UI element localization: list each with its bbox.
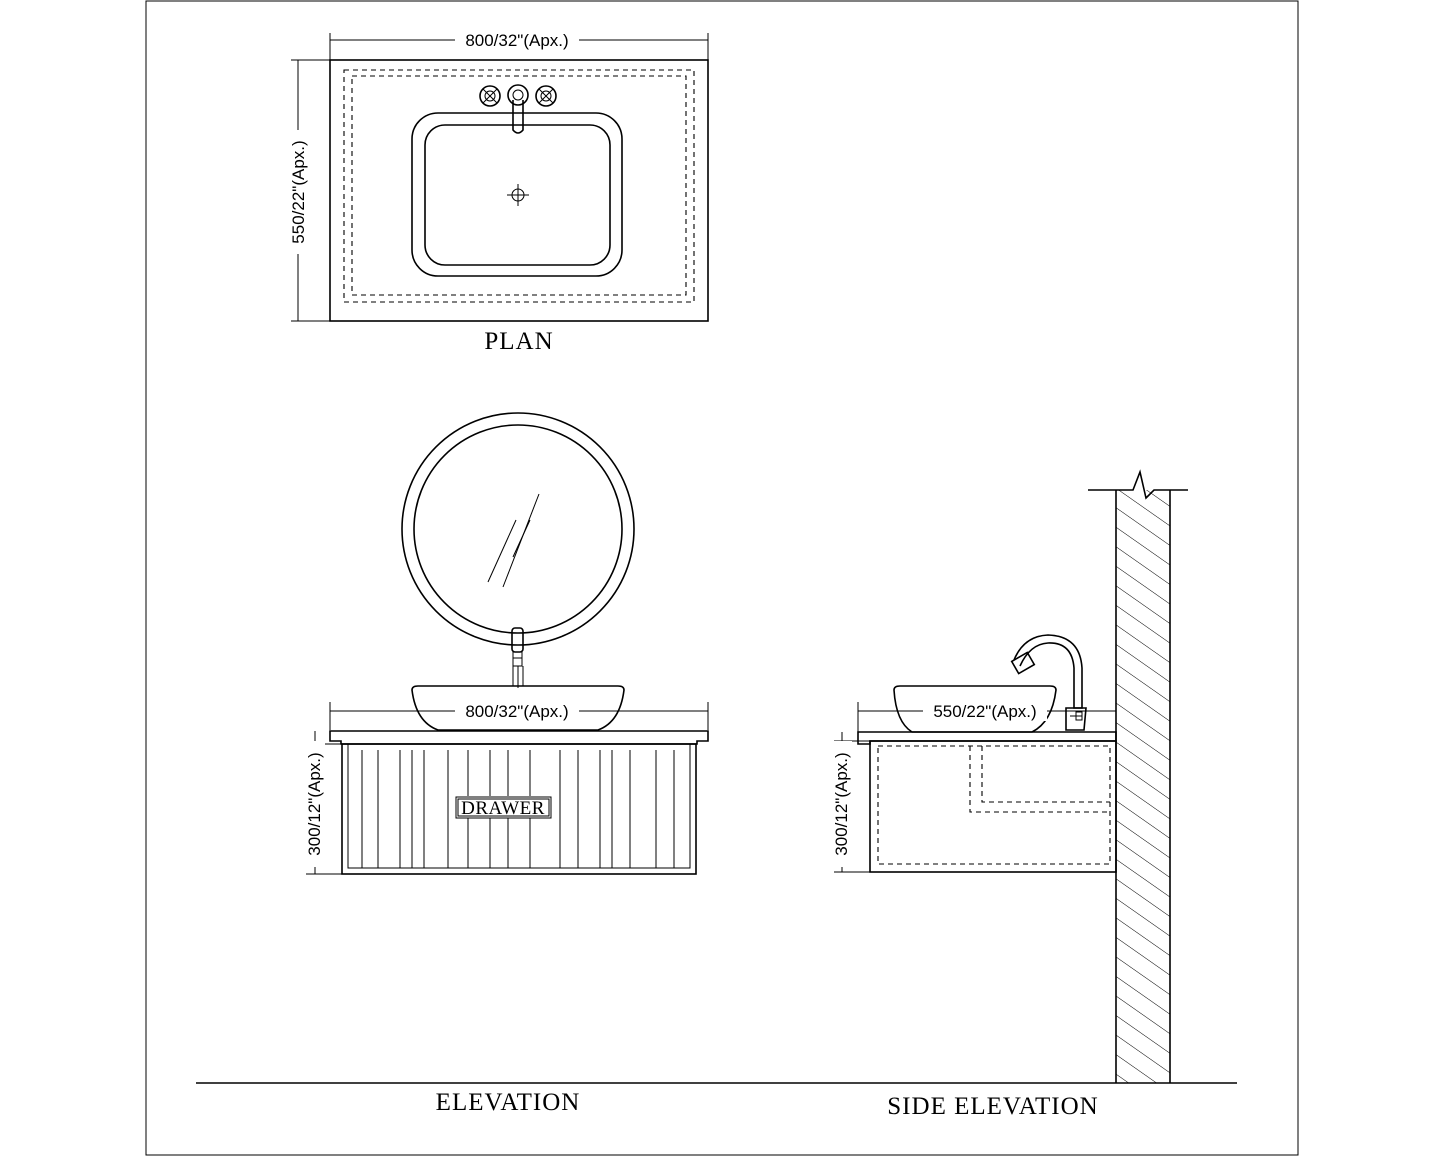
side-depth-label: 550/22"(Apx.) — [933, 702, 1036, 721]
plan-basin-rim — [411, 112, 623, 277]
side-depth-dimension: 550/22"(Apx.) — [857, 701, 1116, 732]
side-height-label: 300/12"(Apx.) — [832, 752, 851, 855]
side-vessel-basin — [893, 685, 1057, 733]
elevation-width-dimension: 800/32"(Apx.) — [329, 701, 709, 730]
side-cabinet — [869, 740, 1117, 873]
plan-depth-dimension: 550/22"(Apx.) — [287, 59, 330, 322]
elevation-height-label: 300/12"(Apx.) — [305, 752, 324, 855]
drawer-label-box — [455, 796, 552, 819]
plan-view: 800/32"(Apx.) 550/22"(Apx.) — [287, 29, 709, 355]
round-mirror — [401, 412, 635, 646]
elevation-view: 800/32"(Apx.) — [303, 412, 709, 875]
plan-title: PLAN — [484, 328, 553, 355]
elevation-title: ELEVATION — [436, 1089, 581, 1116]
plan-basin-bowl — [424, 124, 611, 266]
elevation-width-label: 800/32"(Apx.) — [465, 702, 568, 721]
elevation-vessel-basin — [411, 685, 625, 731]
plan-faucet-icon — [479, 84, 557, 134]
plan-width-label: 800/32"(Apx.) — [465, 31, 568, 50]
plan-width-dimension: 800/32"(Apx.) — [329, 29, 709, 60]
sheet-border — [145, 0, 1299, 1156]
plan-cabinet-outline — [343, 69, 695, 303]
plan-countertop — [329, 59, 709, 322]
side-elevation-view: 550/22"(Apx.) 300/12"(Apx.) — [830, 469, 1188, 1083]
drawer-label: DRAWER — [461, 798, 545, 819]
side-height-dimension: 300/12"(Apx.) — [830, 732, 870, 873]
side-faucet-icon — [1010, 634, 1087, 731]
elevation-countertop — [329, 730, 709, 745]
plan-drain-icon — [507, 184, 529, 206]
elevation-height-dimension: 300/12"(Apx.) — [303, 731, 342, 875]
wall-faucet-icon — [511, 627, 524, 688]
plan-depth-label: 550/22"(Apx.) — [289, 140, 308, 243]
side-countertop — [857, 731, 1117, 745]
fluted-drawer-cabinet — [341, 743, 697, 875]
side-elevation-title: SIDE ELEVATION — [887, 1093, 1098, 1120]
hatched-wall — [1088, 469, 1188, 1083]
